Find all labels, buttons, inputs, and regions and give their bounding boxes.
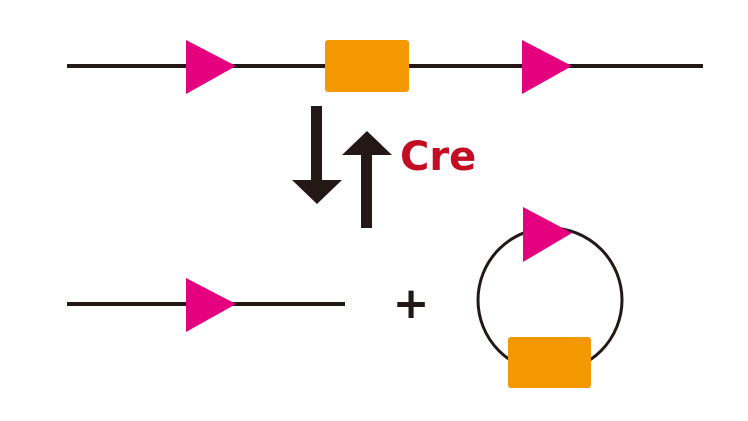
circular-excised-dna	[476, 207, 624, 388]
floxed-insert	[325, 40, 409, 92]
cre-label: Cre	[400, 134, 476, 180]
loxp-site-1	[186, 40, 236, 94]
loxp-site-2	[522, 40, 572, 94]
plus-sign: +	[393, 278, 430, 329]
arrow-down-icon	[292, 106, 342, 204]
loxp-site	[523, 207, 572, 262]
floxed-dna-construct	[67, 40, 703, 94]
reaction-arrows: Cre	[292, 106, 476, 228]
loxp-site	[186, 278, 236, 332]
arrow-up-icon	[342, 131, 392, 228]
excised-insert	[508, 337, 591, 388]
excised-linear-dna	[67, 278, 345, 332]
